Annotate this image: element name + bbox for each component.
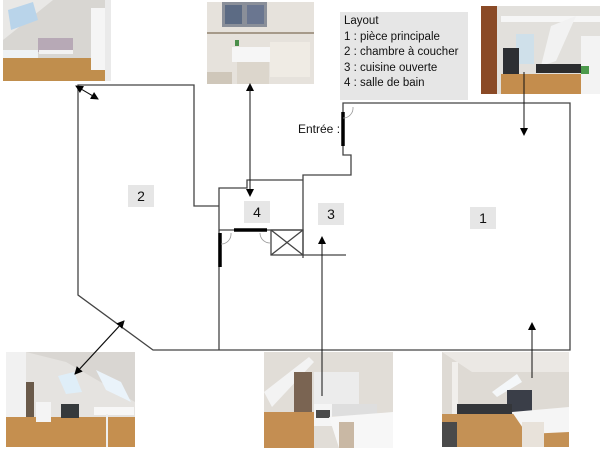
photo-main-room-bottom	[442, 352, 569, 447]
legend-box: Layout 1 : pièce principale 2 : chambre …	[340, 12, 468, 100]
legend-item-4: 4 : salle de bain	[344, 77, 425, 89]
photo-bedroom-bottom	[6, 352, 135, 447]
room-label-4: 4	[244, 201, 270, 223]
entrance-label: Entrée :	[298, 122, 341, 136]
room-label-2: 2	[128, 185, 154, 207]
legend-item-2: 2 : chambre à coucher	[344, 46, 459, 58]
room-label-1: 1	[470, 207, 496, 229]
legend-item-3: 3 : cuisine ouverte	[344, 61, 438, 74]
room-label-3: 3	[318, 203, 344, 225]
view-arrows	[74, 72, 536, 396]
legend-item-1: 1 : pièce principale	[344, 30, 440, 43]
photo-bathroom-top	[207, 2, 314, 84]
photo-main-room-top	[481, 6, 600, 94]
photo-bedroom-top	[3, 0, 111, 81]
legend-title: Layout	[344, 15, 379, 27]
photo-kitchen-bottom	[264, 352, 393, 448]
